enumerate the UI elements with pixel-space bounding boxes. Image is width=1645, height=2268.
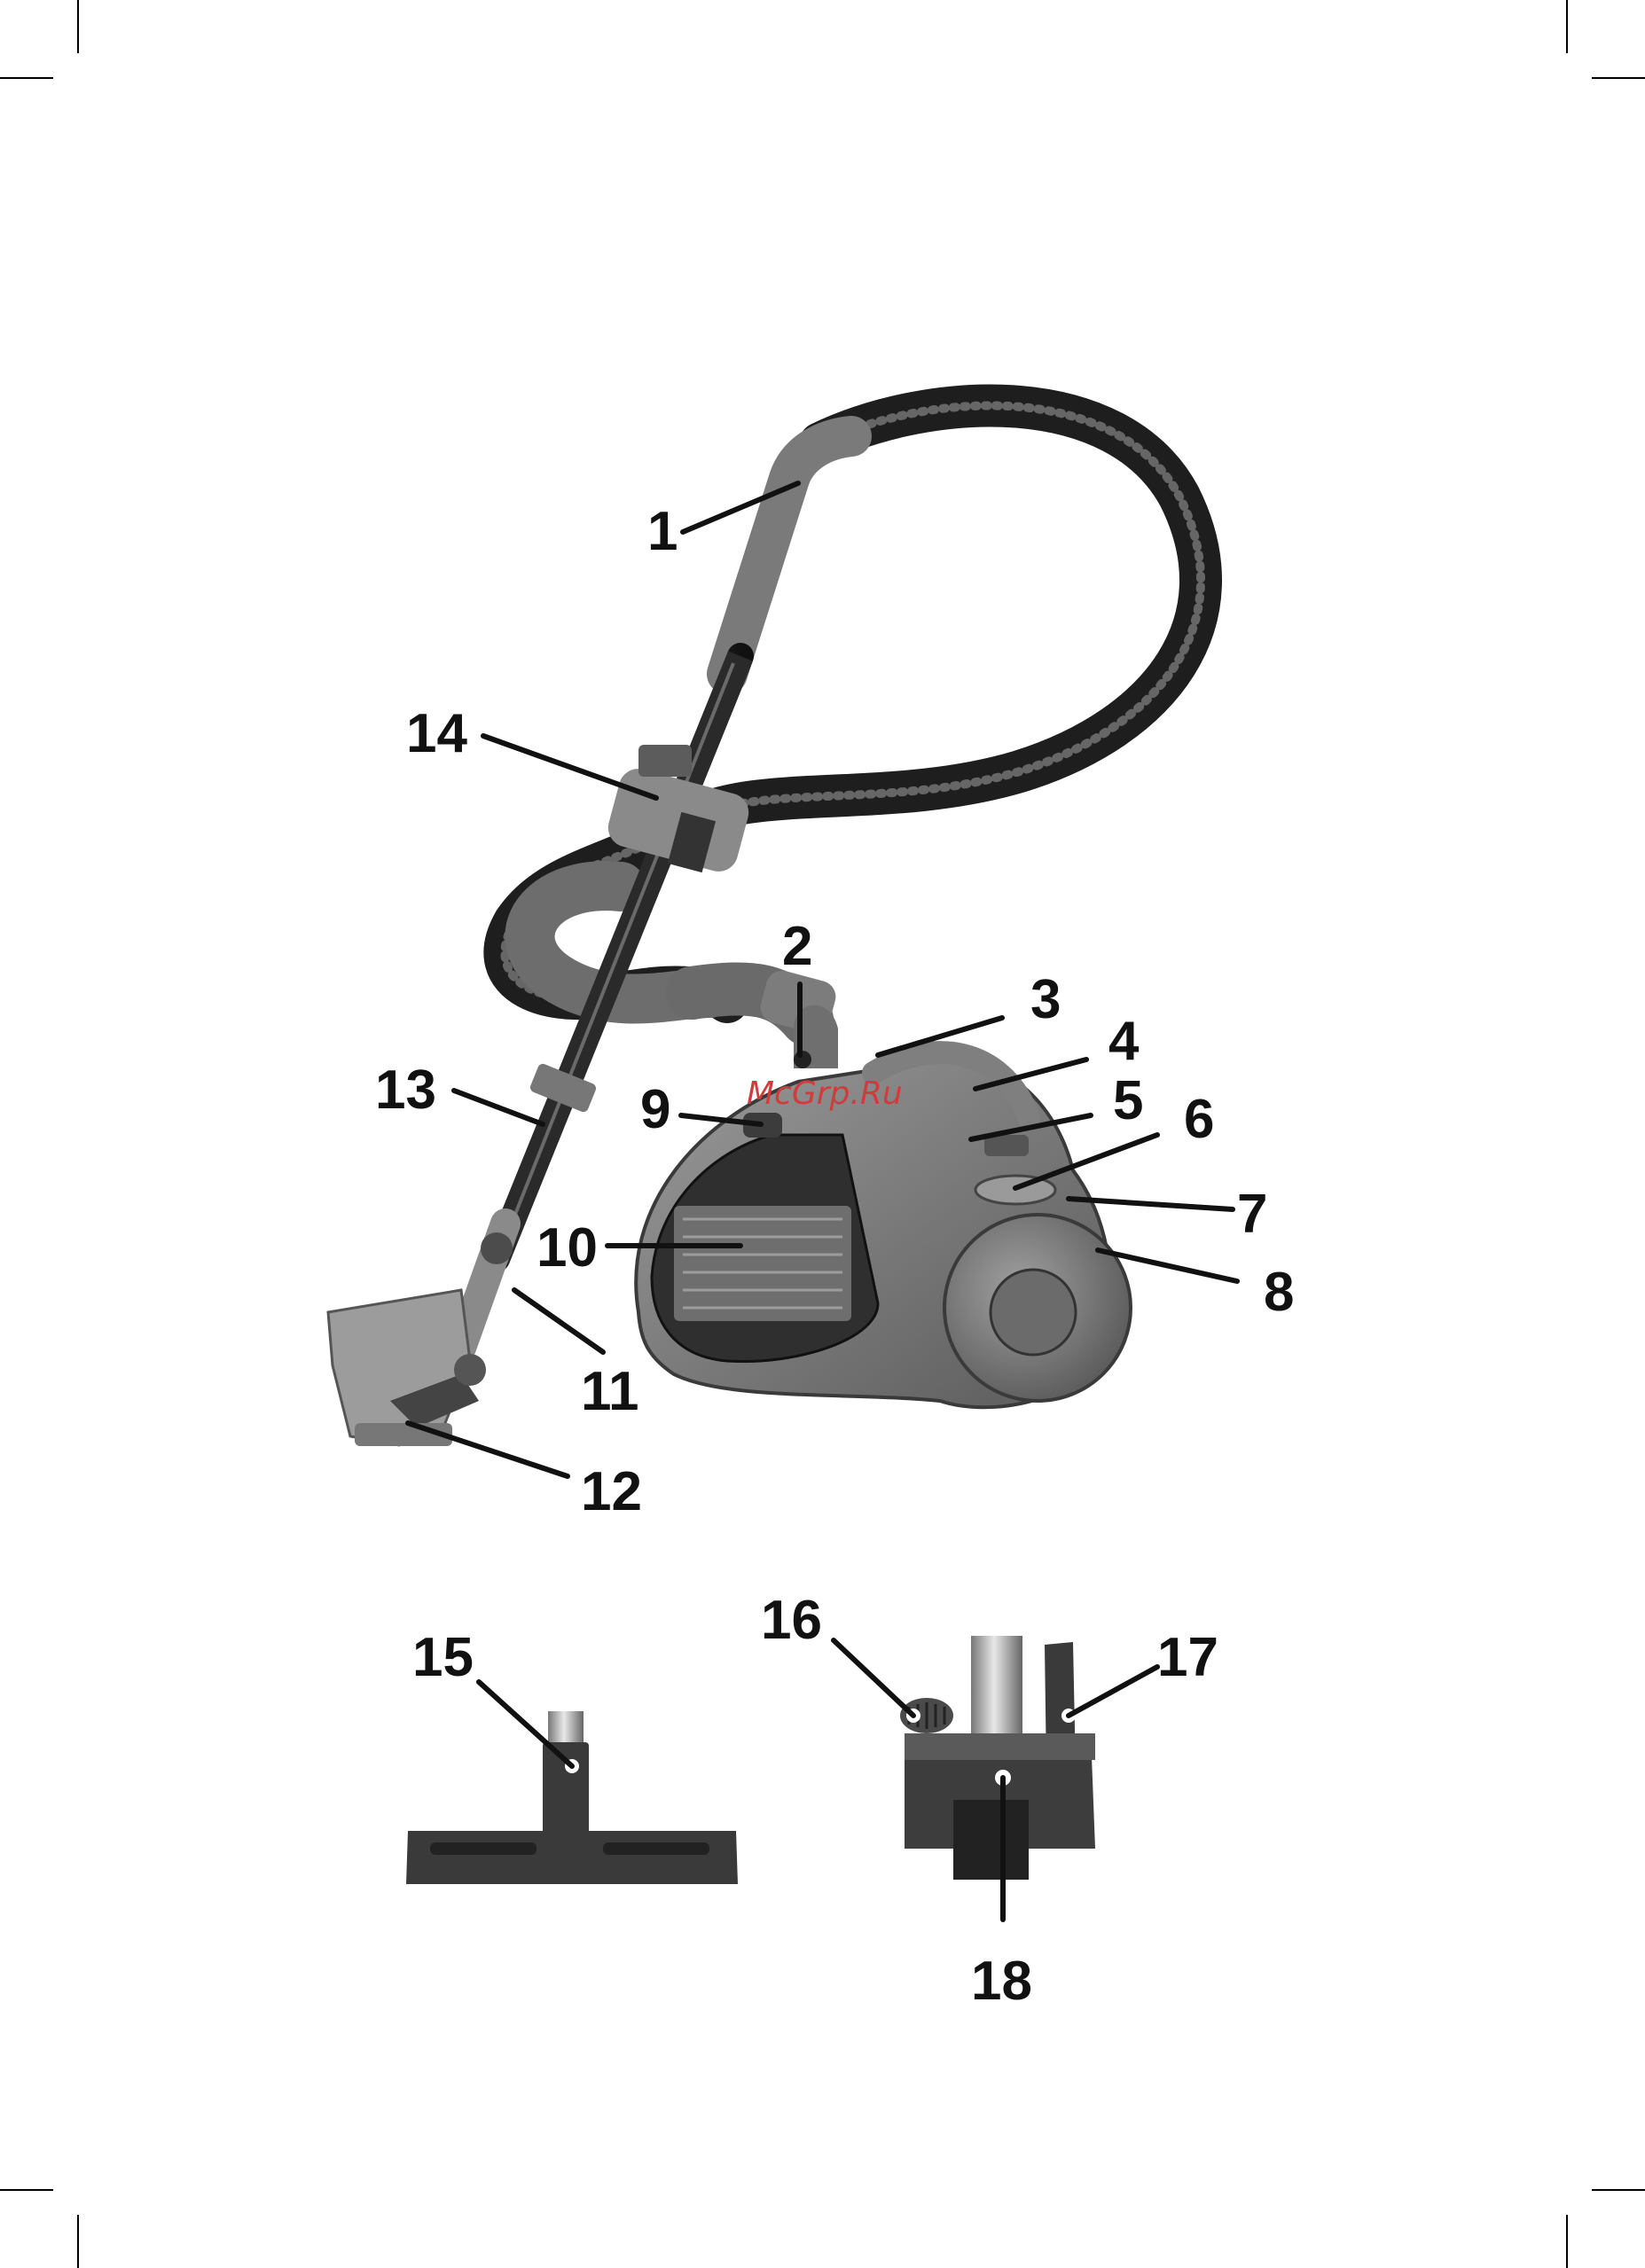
hose-handle [727, 436, 851, 674]
callout-11: 11 [581, 1361, 639, 1422]
hose [505, 405, 1201, 1002]
callout-6: 6 [1184, 1089, 1214, 1150]
callout-1: 1 [647, 501, 678, 562]
callout-10: 10 [537, 1217, 598, 1279]
parquet-brush [406, 1711, 738, 1884]
callout-4: 4 [1108, 1011, 1140, 1072]
callout-8: 8 [1264, 1262, 1294, 1323]
callout-18: 18 [971, 1951, 1032, 2012]
callout-16: 16 [761, 1590, 822, 1651]
callout-5: 5 [1113, 1070, 1143, 1131]
callout-14: 14 [406, 703, 467, 764]
callout-7: 7 [1237, 1184, 1267, 1245]
vacuum-illustration: McGrp.Ru [328, 405, 1201, 1446]
callout-9: 9 [640, 1079, 670, 1140]
callout-3: 3 [1030, 969, 1061, 1030]
callout-15: 15 [412, 1627, 474, 1688]
callout-17: 17 [1157, 1627, 1218, 1688]
watermark: McGrp.Ru [747, 1075, 903, 1112]
callout-12: 12 [581, 1461, 642, 1522]
callout-13: 13 [375, 1060, 436, 1121]
callout-2: 2 [782, 916, 812, 977]
